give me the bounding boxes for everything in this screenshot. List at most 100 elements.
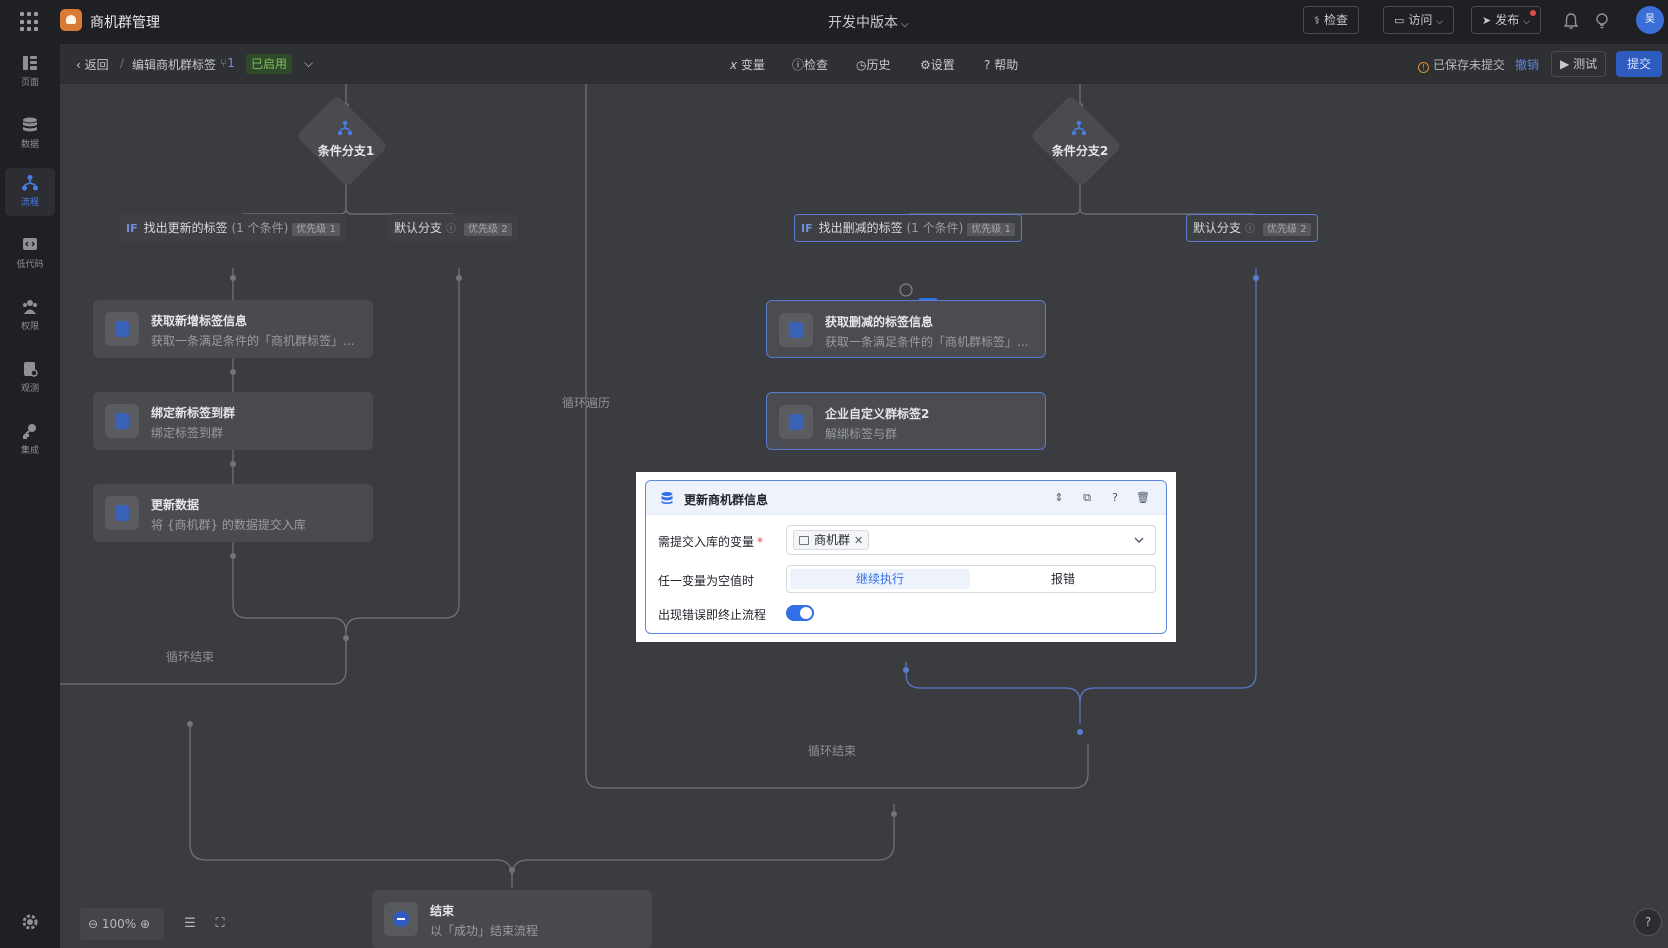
condition-count: (1 个条件): [906, 221, 964, 235]
tool-label: 检查: [804, 58, 829, 72]
dialog-title: 更新商机群信息: [684, 493, 769, 507]
stop-on-error-toggle[interactable]: [786, 605, 814, 621]
var-tag: 商机群✕: [793, 530, 870, 550]
flow-name: 编辑商机群标签: [132, 58, 217, 72]
pages-icon: [23, 56, 37, 70]
node-update-data[interactable]: 更新数据 将 {商机群} 的数据提交入库: [93, 484, 373, 542]
app-logo: [60, 9, 82, 31]
sidebar-item-pages[interactable]: 页面: [5, 48, 55, 96]
test-button[interactable]: ▶ 测试: [1551, 51, 1607, 77]
tool-help[interactable]: ? 帮助: [984, 56, 1018, 73]
branch-icon: ⑂: [220, 56, 228, 70]
vars-field-label: 需提交入库的变量*: [658, 533, 763, 550]
version-selector[interactable]: 开发中版本⌵: [828, 12, 909, 32]
sidebar-item-label: 权限: [20, 322, 39, 332]
vars-select[interactable]: 商机群✕: [786, 525, 1156, 555]
tool-settings[interactable]: ⚙设置: [920, 56, 955, 73]
zoom-in-icon[interactable]: ⊕: [140, 917, 151, 931]
sidebar-item-flow[interactable]: 流程: [5, 168, 55, 216]
submit-button[interactable]: 提交: [1616, 51, 1662, 77]
undo-link[interactable]: 撤销: [1515, 58, 1540, 72]
database-query-icon: [105, 312, 139, 346]
sidebar-item-permission[interactable]: 权限: [5, 292, 55, 340]
branch-title: 条件分支1: [317, 144, 375, 158]
app-name: 商机群管理: [90, 15, 160, 31]
database-update-icon: [661, 492, 673, 504]
zoom-level: 100%: [101, 917, 137, 931]
sidebar-item-integration[interactable]: 集成: [5, 416, 55, 464]
tool-check[interactable]: ⓘ检查: [792, 56, 828, 73]
node-bind-new-tags[interactable]: 绑定新标签到群 绑定标签到群: [93, 392, 373, 450]
branch-name: 默认分支: [1193, 221, 1242, 235]
sidebar-item-lowcode[interactable]: 低代码: [5, 230, 55, 278]
node-get-new-tags[interactable]: 获取新增标签信息 获取一条满足条件的「商机群标签」...: [93, 300, 373, 358]
sidebar-item-data[interactable]: 数据: [5, 110, 55, 158]
continue-option[interactable]: 继续执行: [790, 569, 970, 589]
node-get-deleted-tags[interactable]: 获取删减的标签信息 获取一条满足条件的「商机群标签」...: [766, 300, 1046, 358]
tool-variables[interactable]: x 变量: [730, 56, 765, 73]
code-icon: [23, 238, 37, 250]
chevron-down-icon[interactable]: [1133, 534, 1145, 546]
sidebar-item-observe[interactable]: 观测: [5, 354, 55, 402]
help-circle-icon[interactable]: ?: [1112, 491, 1118, 504]
tool-label: 变量: [740, 58, 765, 72]
publish-button[interactable]: ➤发布 ⌵: [1471, 6, 1541, 34]
node-title: 结束: [430, 904, 455, 918]
publish-button-label: 发布: [1495, 13, 1520, 27]
fit-view-icon[interactable]: ⛶: [215, 916, 225, 931]
condition-branch-2[interactable]: 条件分支2: [1025, 94, 1135, 188]
editor-toolbar: ‹ 返回 / 编辑商机群标签 ⑂1 已启用 ⌵ x 变量 ⓘ检查 ◷历史 ⚙设置…: [60, 44, 1668, 84]
end-node[interactable]: 结束 以「成功」结束流程: [372, 890, 652, 948]
back-button[interactable]: ‹ 返回: [76, 56, 109, 73]
visit-button[interactable]: ▭访问 ⌵: [1383, 6, 1455, 34]
chevron-down-icon[interactable]: ⌵: [304, 56, 314, 70]
required-mark: *: [757, 535, 764, 549]
gear-icon[interactable]: [20, 912, 40, 932]
copy-icon[interactable]: ⧉: [1083, 491, 1091, 504]
node-subtitle: 解绑标签与群: [825, 427, 898, 441]
send-icon: ➤: [1482, 14, 1492, 27]
node-title: 绑定新标签到群: [151, 406, 236, 420]
priority-badge: 优先级 1: [292, 223, 340, 236]
zoom-out-icon[interactable]: ⊖: [88, 917, 99, 931]
node-custom-group-tag[interactable]: 企业自定义群标签2 解绑标签与群: [766, 392, 1046, 450]
branch-icon: [1071, 120, 1087, 136]
auto-layout-icon[interactable]: ☰: [184, 916, 196, 931]
bell-icon[interactable]: [1563, 12, 1579, 30]
collapse-icon[interactable]: ⇕: [1054, 491, 1064, 504]
database-icon: [23, 117, 37, 132]
error-option[interactable]: 报错: [1050, 572, 1075, 586]
update-record-dialog: 更新商机群信息 ⇕ ⧉ ? 🗑 需提交入库的变量* 商机群✕ 任一变量为空值时 …: [645, 480, 1167, 634]
check-button[interactable]: ⚕检查: [1303, 6, 1359, 34]
version-badge[interactable]: ⑂1: [220, 56, 235, 70]
wecom-icon: [779, 405, 813, 439]
help-button[interactable]: ?: [1634, 908, 1662, 936]
condition-branch-1[interactable]: 条件分支1: [291, 94, 401, 188]
if-label: IF: [126, 222, 138, 235]
warning-icon: !: [1418, 62, 1429, 73]
tag-label: 商机群: [814, 533, 851, 547]
stop-circle-icon: [384, 902, 418, 936]
tool-label: 帮助: [994, 58, 1019, 72]
status-badge: 已启用: [246, 54, 293, 74]
version-number: 1: [227, 56, 235, 70]
chevron-down-icon: ⌵: [901, 19, 909, 30]
breadcrumb-separator: /: [120, 56, 125, 70]
avatar[interactable]: 吴: [1636, 6, 1664, 34]
if-label: IF: [801, 222, 813, 235]
notification-dot: [1529, 10, 1536, 16]
tool-history[interactable]: ◷历史: [856, 56, 891, 73]
close-icon[interactable]: ✕: [854, 534, 864, 547]
node-title: 企业自定义群标签2: [825, 407, 930, 421]
label-text: 需提交入库的变量: [658, 535, 755, 549]
help-circle-icon: ?: [984, 58, 991, 72]
lightbulb-icon[interactable]: [1594, 12, 1610, 30]
trash-icon[interactable]: 🗑: [1136, 491, 1150, 504]
app-grid-icon[interactable]: [20, 12, 40, 32]
left-sidebar: 页面 数据 流程 低代码 权限 观测 集成: [0, 44, 60, 948]
